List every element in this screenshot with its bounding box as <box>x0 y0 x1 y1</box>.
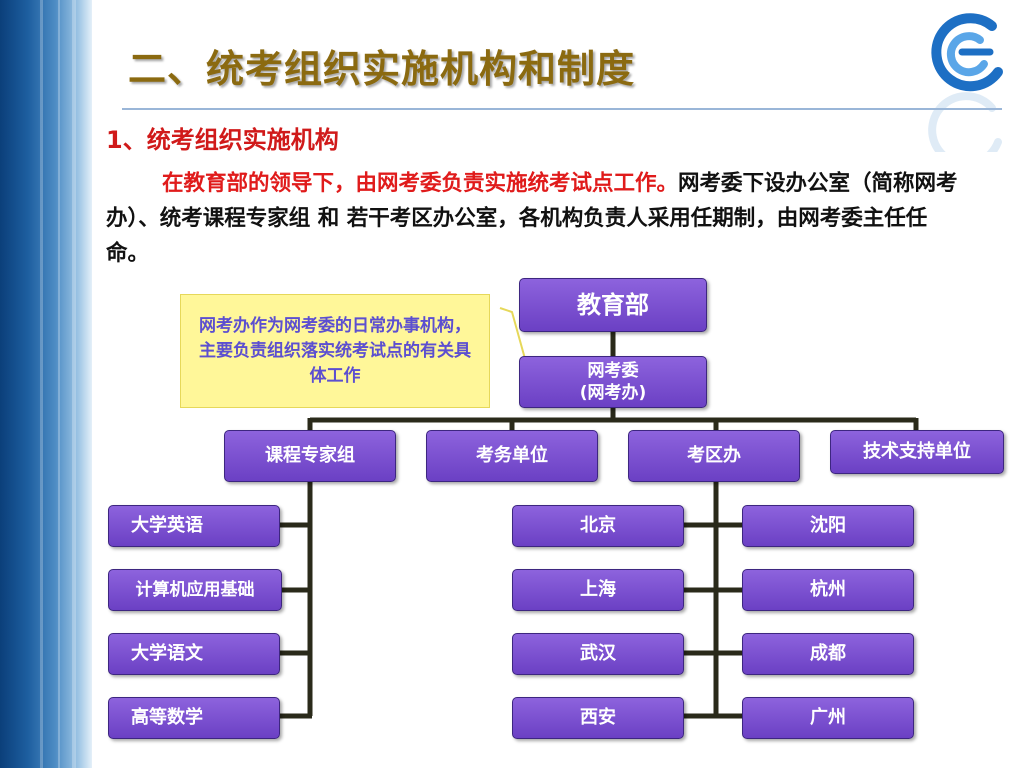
body-paragraph: 在教育部的领导下，由网考委负责实施统考试点工作。网考委下设办公室（简称网考办）、… <box>106 166 966 271</box>
region-item: 西安 <box>512 697 684 739</box>
section-heading: 1、统考组织实施机构 <box>106 126 339 154</box>
region-item: 沈阳 <box>742 505 914 547</box>
course-item: 大学英语 <box>108 505 280 547</box>
region-item: 杭州 <box>742 569 914 611</box>
course-item: 计算机应用基础 <box>108 569 282 611</box>
region-item: 北京 <box>512 505 684 547</box>
region-item: 广州 <box>742 697 914 739</box>
side-decoration-bar <box>0 0 92 768</box>
region-item: 武汉 <box>512 633 684 675</box>
committee-label: 网考委 <box>587 361 639 381</box>
org-unit-course-experts: 课程专家组 <box>224 430 396 482</box>
org-committee-box: 网考委 (网考办) <box>519 356 707 408</box>
org-unit-tech-support: 技术支持单位 <box>830 430 1004 474</box>
title-divider <box>122 108 1002 110</box>
region-item: 上海 <box>512 569 684 611</box>
logo-icon <box>928 13 1003 152</box>
course-item: 大学语文 <box>108 633 280 675</box>
region-item: 成都 <box>742 633 914 675</box>
org-unit-exam-region-office: 考区办 <box>628 430 800 482</box>
org-unit-exam-affairs: 考务单位 <box>426 430 598 482</box>
highlighted-sentence: 在教育部的领导下，由网考委负责实施统考试点工作。 <box>162 171 679 196</box>
callout-note: 网考办作为网考委的日常办事机构，主要负责组织落实统考试点的有关具体工作 <box>180 294 490 408</box>
paragraph-text: 网考委下设办公室（简称网考办）、统考课程专家组 和 若干考区办公室，各机构负责人… <box>106 171 958 266</box>
org-root-box: 教育部 <box>519 278 707 332</box>
committee-sublabel: (网考办) <box>579 383 647 403</box>
course-item: 高等数学 <box>108 697 280 739</box>
slide-title: 二、统考组织实施机构和制度 <box>128 47 636 91</box>
